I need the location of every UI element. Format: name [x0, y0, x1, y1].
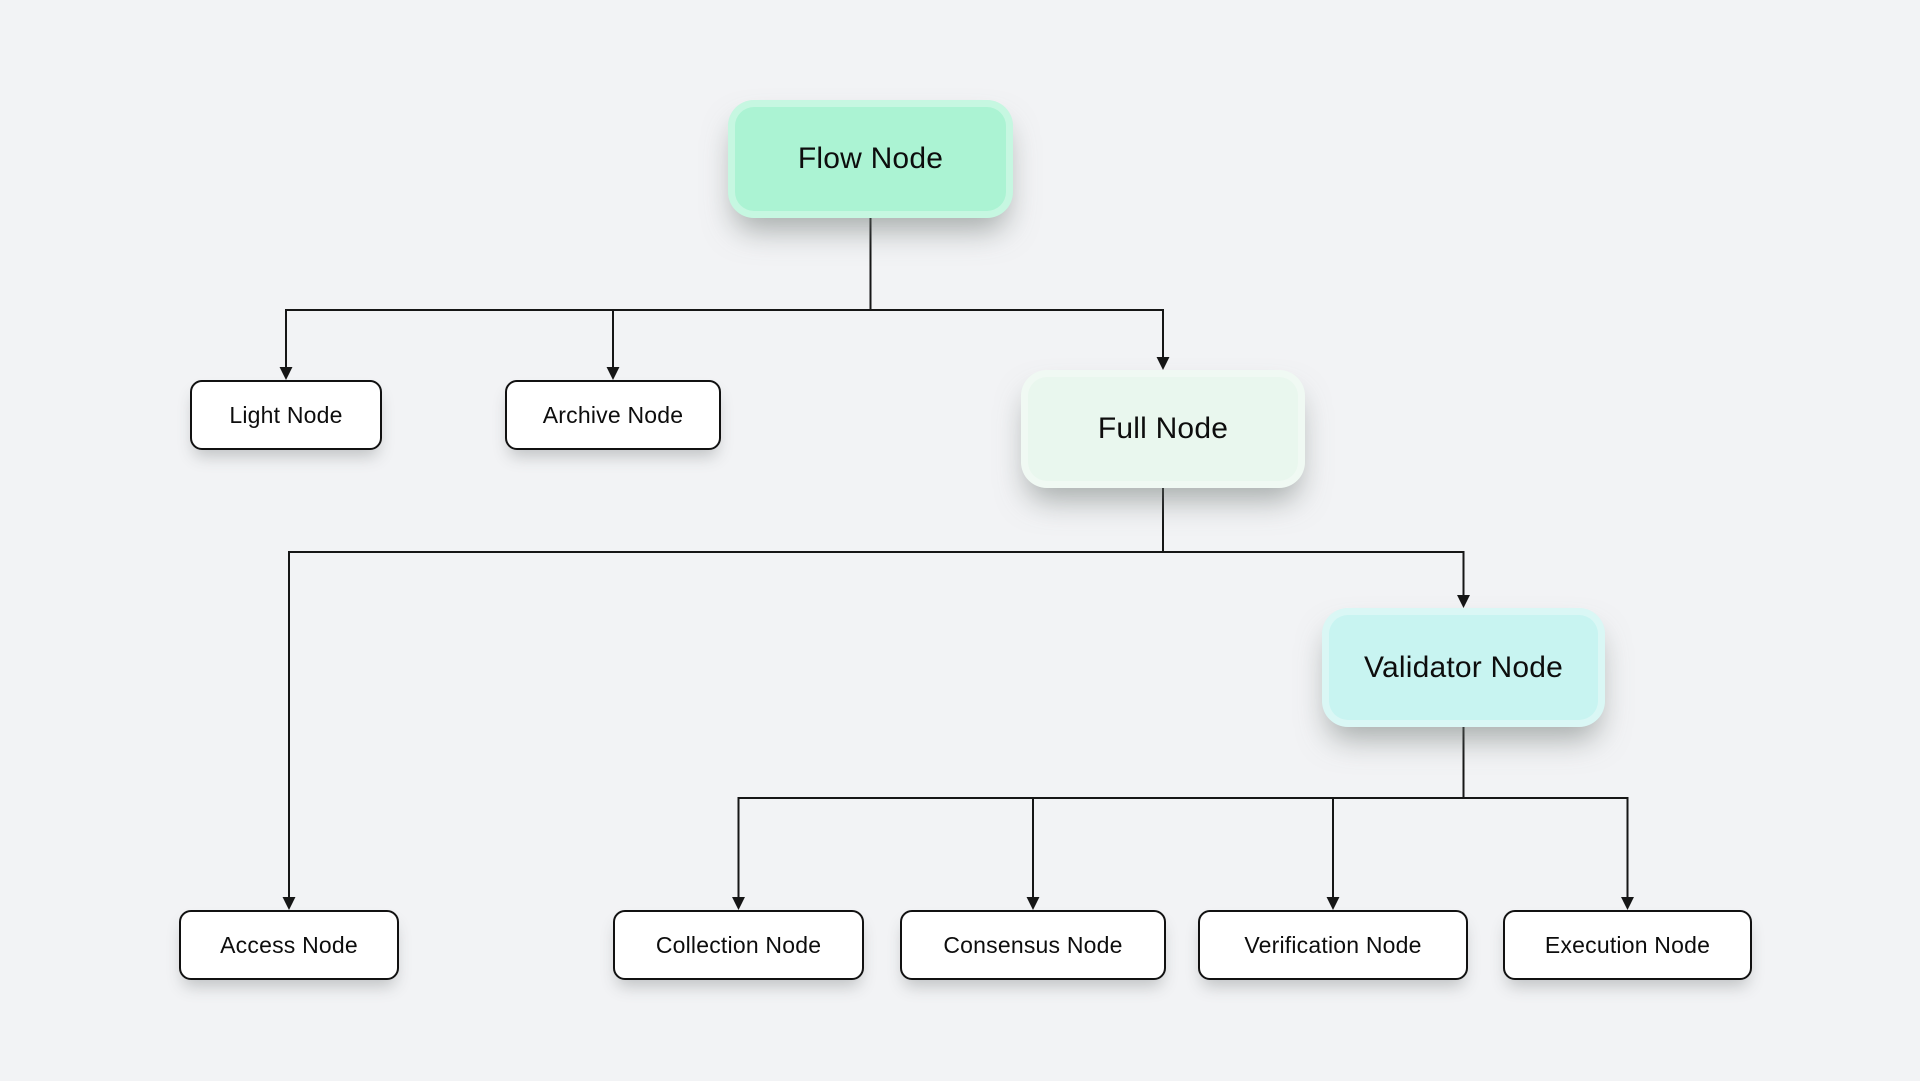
node-validator-label: Validator Node: [1363, 650, 1564, 684]
edge-flow-full: [869, 218, 1170, 370]
edge-full-validator: [1162, 488, 1470, 608]
node-full-label: Full Node: [1097, 412, 1229, 445]
node-full: Full Node: [1021, 370, 1305, 488]
edge-flow-archive: [606, 218, 872, 380]
node-consensus: Consensus Node: [900, 910, 1166, 980]
node-access: Access Node: [179, 910, 399, 980]
edge-validator-consensus: [1026, 727, 1465, 910]
edge-validator-verification: [1326, 727, 1465, 910]
edge-flow-light: [279, 218, 872, 380]
node-archive-label: Archive Node: [542, 401, 684, 428]
node-access-label: Access Node: [220, 931, 358, 958]
node-light: Light Node: [190, 380, 382, 450]
node-execution-label: Execution Node: [1544, 931, 1711, 958]
node-consensus-label: Consensus Node: [943, 931, 1123, 958]
node-flow-label: Flow Node: [797, 142, 944, 175]
node-flow: Flow Node: [728, 100, 1013, 218]
edge-validator-execution: [1462, 727, 1634, 910]
node-verification-label: Verification Node: [1244, 931, 1422, 958]
node-verification: Verification Node: [1198, 910, 1468, 980]
edge-validator-collection: [732, 727, 1465, 910]
edge-full-access: [282, 488, 1164, 910]
node-validator: Validator Node: [1322, 608, 1605, 727]
node-collection-label: Collection Node: [655, 931, 822, 958]
node-light-label: Light Node: [229, 401, 343, 428]
node-execution: Execution Node: [1503, 910, 1752, 980]
node-archive: Archive Node: [505, 380, 721, 450]
node-collection: Collection Node: [613, 910, 864, 980]
